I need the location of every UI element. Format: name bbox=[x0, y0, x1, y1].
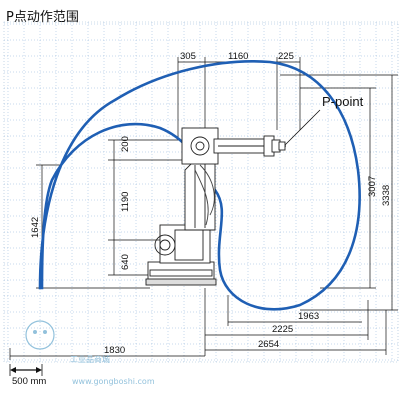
dim-right-3007: 3007 bbox=[367, 176, 378, 197]
dim-left-200: 200 bbox=[120, 136, 131, 152]
watermark-cn-text: 工业品商城 bbox=[70, 354, 110, 364]
top-dimension-labels: 305 1160 225 bbox=[180, 51, 294, 62]
scale-label: 500 mm bbox=[12, 376, 46, 387]
grid-border bbox=[3, 21, 399, 363]
scale-bar bbox=[9, 364, 43, 376]
dim-right-3338: 3338 bbox=[381, 185, 392, 206]
dim-left-640: 640 bbox=[120, 254, 131, 270]
dim-left-1642: 1642 bbox=[30, 217, 41, 238]
dim-top-1160: 1160 bbox=[228, 51, 248, 62]
bottom-dimension-labels: 1963 2225 2654 1830 bbox=[104, 311, 319, 356]
left-dimension-labels: 200 1190 640 1642 bbox=[30, 136, 131, 270]
dim-bottom-1963: 1963 bbox=[298, 311, 319, 322]
robot-arm bbox=[145, 127, 286, 286]
watermark: 工业品商城 www.gongboshi.com bbox=[25, 320, 155, 386]
watermark-logo-icon bbox=[25, 320, 55, 350]
dim-top-305: 305 bbox=[180, 51, 196, 62]
diagram-title: P点动作范围 bbox=[6, 10, 79, 25]
right-dimension-labels: 3007 3338 bbox=[367, 176, 392, 206]
motion-range-envelope bbox=[38, 60, 361, 311]
p-point-label: P-point bbox=[322, 94, 364, 109]
dim-left-1190: 1190 bbox=[120, 192, 131, 212]
p-point-leader bbox=[283, 109, 321, 147]
watermark-url: www.gongboshi.com bbox=[72, 377, 155, 386]
dim-top-225: 225 bbox=[278, 51, 294, 62]
dim-bottom-2225: 2225 bbox=[272, 324, 293, 335]
dim-bottom-1830: 1830 bbox=[104, 345, 125, 356]
dim-bottom-2654: 2654 bbox=[258, 339, 279, 350]
